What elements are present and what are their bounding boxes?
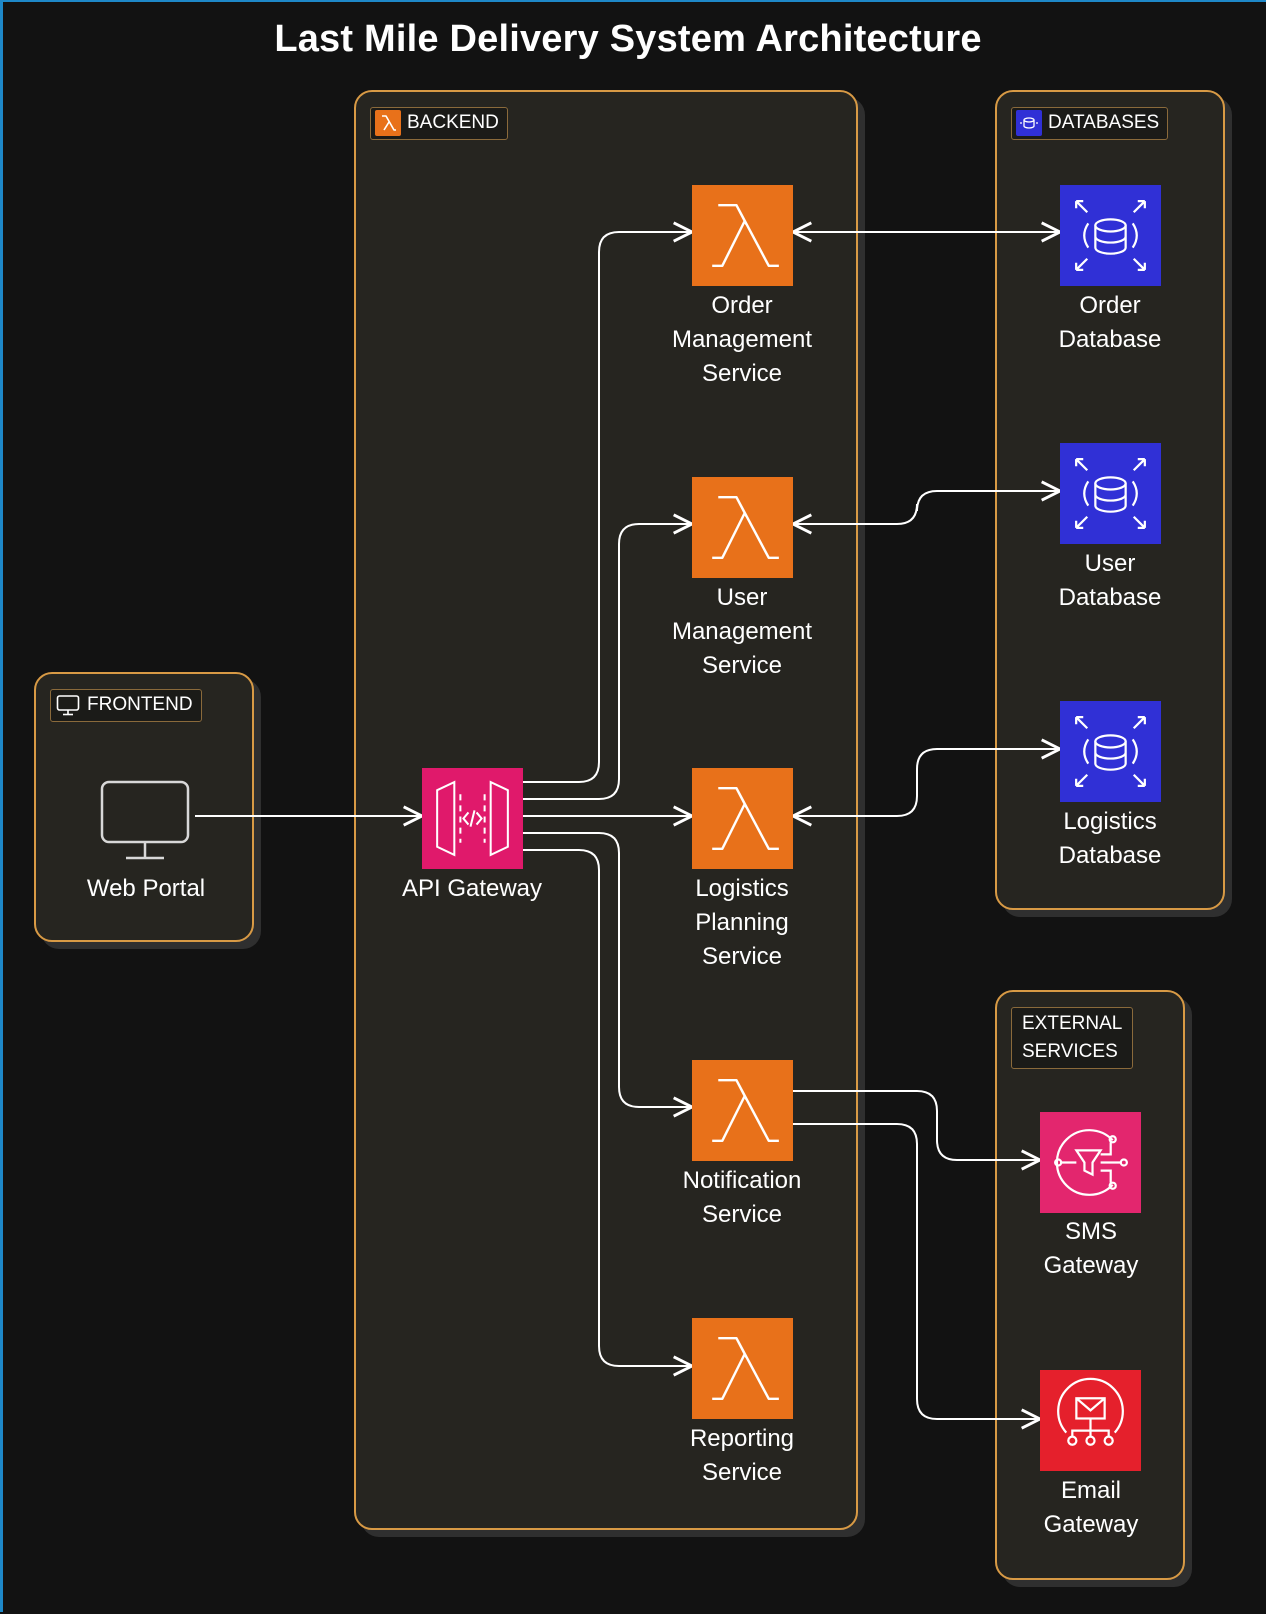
logistics-db-label: Logistics Database [1058, 808, 1162, 869]
user-service-lambda-icon[interactable] [692, 477, 793, 578]
user-db-rds-icon[interactable] [1060, 443, 1161, 544]
web-portal-monitor-icon[interactable] [95, 777, 195, 863]
user-service-label: User Management Service [671, 584, 813, 679]
notification-service-lambda-icon[interactable] [692, 1060, 793, 1161]
reporting-service-label: Reporting Service [689, 1425, 795, 1486]
group-label-text: DATABASES [1048, 112, 1160, 133]
sms-gateway-sns-icon[interactable] [1040, 1112, 1141, 1213]
user-db-label: User Database [1058, 550, 1162, 611]
api-gateway-icon[interactable] [422, 768, 523, 869]
api-gateway-label: API Gateway [401, 875, 543, 902]
sms-gateway-label: SMS Gateway [1043, 1218, 1139, 1279]
group-label-external-services: EXTERNAL SERVICES [1011, 1007, 1134, 1069]
notification-service-label: Notification Service [682, 1167, 802, 1228]
lambda-icon [375, 110, 401, 137]
group-label-text: EXTERNAL SERVICES [1022, 1013, 1123, 1062]
order-service-lambda-icon[interactable] [692, 185, 793, 286]
order-db-rds-icon[interactable] [1060, 185, 1161, 286]
web-portal-label: Web Portal [86, 875, 206, 902]
group-label-text: BACKEND [407, 112, 499, 133]
group-label-frontend: FRONTEND [50, 689, 202, 722]
group-label-databases: DATABASES [1011, 107, 1169, 140]
logistics-service-lambda-icon[interactable] [692, 768, 793, 869]
rds-icon [1016, 110, 1042, 137]
monitor-icon [56, 695, 80, 716]
email-gateway-ses-icon[interactable] [1040, 1370, 1141, 1471]
logistics-service-label: Logistics Planning Service [695, 875, 789, 970]
diagram-title: Last Mile Delivery System Architecture [274, 18, 982, 60]
email-gateway-label: Email Gateway [1043, 1477, 1139, 1538]
order-service-label: Order Management Service [671, 292, 813, 387]
reporting-service-lambda-icon[interactable] [692, 1318, 793, 1419]
logistics-db-rds-icon[interactable] [1060, 701, 1161, 802]
order-db-label: Order Database [1058, 292, 1162, 353]
group-frontend[interactable]: FRONTEND [34, 672, 254, 942]
group-label-text: FRONTEND [87, 694, 193, 715]
group-label-backend: BACKEND [370, 107, 508, 140]
